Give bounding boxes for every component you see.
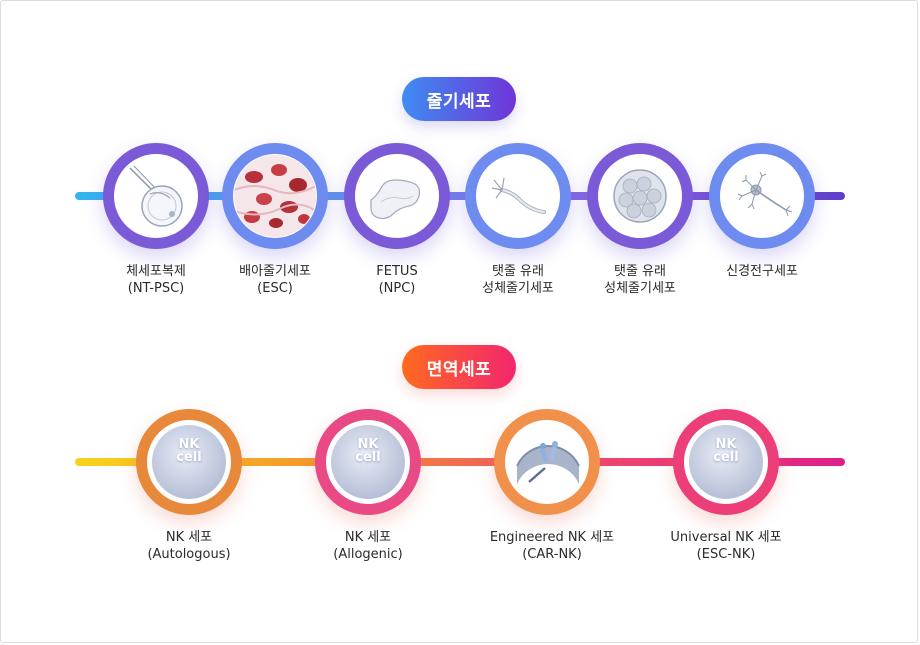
label-line2: (ESC-NK) (696, 547, 756, 562)
nk-cell-text-1: NK (178, 437, 200, 452)
label-line1: NK 세포 (344, 530, 392, 545)
label-line2: (NPC) (378, 281, 416, 296)
immune-node-car-nk (494, 409, 600, 515)
stem-node-umbilical-1 (465, 143, 571, 249)
umbilical-cord-icon (491, 177, 546, 214)
label-line1: NK 세포 (165, 530, 213, 545)
immune-label-3: Engineered NK 세포 (CAR-NK) (457, 529, 647, 563)
label-line1: 체세포복제 (126, 264, 186, 279)
immune-label-1: NK 세포 (Autologous) (119, 529, 259, 563)
stem-label-5: 탯줄 유래 성체줄기세포 (570, 263, 710, 297)
cell-cluster-icon (613, 169, 667, 223)
stem-node-fetus (344, 143, 450, 249)
immune-cell-timeline (75, 458, 845, 466)
label-line1: 탯줄 유래 (492, 264, 544, 279)
egg-injection-icon (129, 165, 183, 227)
label-line1: 신경전구세포 (726, 264, 798, 279)
car-nk-cell-icon (516, 441, 580, 484)
stem-cell-title: 줄기세포 (402, 77, 516, 121)
immune-node-allogenic: NK cell (315, 409, 421, 515)
stem-cell-timeline (75, 192, 845, 200)
immune-node-esc-nk: NK cell (673, 409, 779, 515)
fetus-tissue-icon (370, 179, 421, 220)
stem-label-2: 배아줄기세포 (ESC) (205, 263, 345, 297)
stem-label-3: FETUS (NPC) (327, 263, 467, 297)
immune-node-autologous: NK cell (136, 409, 242, 515)
label-line1: 탯줄 유래 (614, 264, 666, 279)
nk-cell-icon: NK cell (689, 425, 763, 499)
nk-cell-icon: NK cell (152, 425, 226, 499)
immune-label-4: Universal NK 세포 (ESC-NK) (636, 529, 816, 563)
stem-node-esc (222, 143, 328, 249)
label-line1: Engineered NK 세포 (489, 530, 615, 545)
immune-label-2: NK 세포 (Allogenic) (298, 529, 438, 563)
nk-cell-text-1: NK (357, 437, 379, 452)
stem-node-nt-psc (103, 143, 209, 249)
label-line2: (CAR-NK) (522, 547, 582, 562)
nk-cell-text-2: cell (713, 450, 739, 465)
label-line2: (Autologous) (147, 547, 231, 562)
embryonic-cells-icon (234, 155, 316, 237)
stem-node-umbilical-2 (587, 143, 693, 249)
label-line2: (ESC) (257, 281, 293, 296)
label-line2: (NT-PSC) (127, 281, 185, 296)
nk-cell-icon: NK cell (331, 425, 405, 499)
label-line1: Universal NK 세포 (670, 530, 782, 545)
stem-node-npc (709, 143, 815, 249)
nk-cell-text-2: cell (355, 450, 381, 465)
label-line2: 성체줄기세포 (604, 281, 676, 296)
stem-label-4: 탯줄 유래 성체줄기세포 (448, 263, 588, 297)
label-line2: (Allogenic) (333, 547, 403, 562)
nk-cell-text-2: cell (176, 450, 202, 465)
neuron-icon (737, 171, 793, 217)
nk-cell-text-1: NK (715, 437, 737, 452)
stem-label-6: 신경전구세포 (692, 263, 832, 280)
label-line1: FETUS (376, 264, 418, 279)
label-line2: 성체줄기세포 (482, 281, 554, 296)
stem-label-1: 체세포복제 (NT-PSC) (86, 263, 226, 297)
label-line1: 배아줄기세포 (239, 264, 311, 279)
immune-cell-title: 면역세포 (402, 345, 516, 389)
